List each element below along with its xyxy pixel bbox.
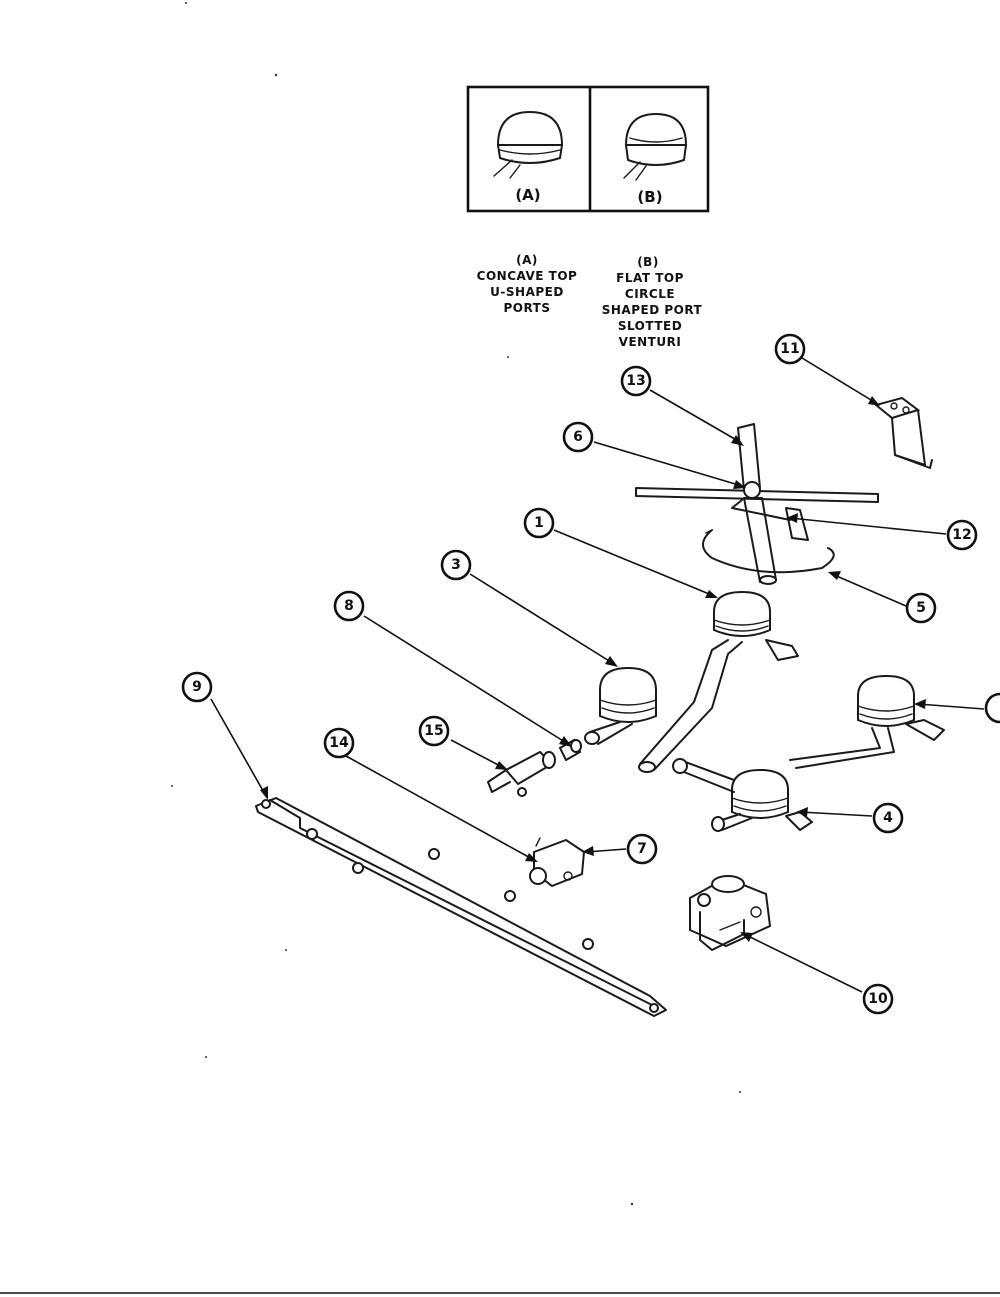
bracket-part-icon: [873, 396, 933, 469]
variant-b-line-3: SHAPED PORT: [602, 303, 703, 317]
burner-4-icon: [672, 758, 813, 832]
inset-label-b: (B): [637, 188, 662, 206]
callout-13-label: 13: [626, 373, 645, 389]
callout-15-label: 15: [424, 723, 443, 739]
callout-9-label: 9: [192, 679, 202, 695]
orifice-part-icon: [558, 738, 582, 762]
callout-14-label: 14: [329, 735, 349, 751]
callout-13: 13: [620, 365, 652, 397]
leader-lines: [210, 357, 985, 993]
variant-b-line-4: SLOTTED: [618, 319, 682, 333]
variant-b-description: (B) FLAT TOP CIRCLE SHAPED PORT SLOTTED …: [602, 255, 703, 349]
callout-9: 9: [181, 671, 213, 703]
callout-11-label: 11: [780, 341, 799, 357]
variant-b-line-1: FLAT TOP: [616, 271, 684, 285]
wire-clip-icon: [702, 529, 835, 574]
callout-14: 14: [323, 727, 355, 759]
variant-a-line-3: PORTS: [503, 301, 550, 315]
callout-4-label: 4: [883, 810, 893, 826]
callout-12-label: 12: [952, 527, 971, 543]
callout-8-label: 8: [344, 598, 354, 614]
callout-3-label: 3: [451, 557, 461, 573]
callout-cutoff-right: [984, 692, 1000, 724]
callout-4: 4: [872, 802, 904, 834]
crossover-tube-assembly-icon: [635, 423, 879, 585]
callout-5-label: 5: [916, 600, 926, 616]
burner-variant-inset: (A) (B): [466, 85, 710, 213]
gas-valve-15-icon: [487, 750, 556, 797]
variant-a-description: (A) CONCAVE TOP U-SHAPED PORTS: [477, 253, 578, 315]
callout-6: 6: [562, 421, 594, 453]
callout-12: 12: [946, 519, 978, 551]
burner-cap-variant-b-icon: [623, 113, 687, 181]
variant-a-line-1: CONCAVE TOP: [477, 269, 578, 283]
burner-rear-right-icon: [789, 674, 945, 769]
pressure-regulator-icon: [689, 875, 772, 951]
manifold-bar-icon: [255, 797, 667, 1017]
callout-8: 8: [333, 590, 365, 622]
burner-1-icon: [638, 590, 799, 773]
callout-1: 1: [523, 507, 555, 539]
ignition-switch-icon: [529, 837, 586, 888]
burner-cap-variant-a-icon: [493, 111, 563, 179]
callout-7-label: 7: [637, 841, 647, 857]
scan-specks: [171, 2, 741, 1206]
callout-3: 3: [440, 549, 472, 581]
burner-3-icon: [584, 666, 657, 745]
callout-6-label: 6: [573, 429, 583, 445]
inset-label-a: (A): [515, 186, 540, 204]
variant-b-line-5: VENTURI: [619, 335, 682, 349]
callout-11: 11: [774, 333, 806, 365]
callout-10: 10: [862, 983, 894, 1015]
variant-a-tag: (A): [516, 253, 538, 267]
variant-a-line-2: U-SHAPED: [490, 285, 564, 299]
variant-b-tag: (B): [637, 255, 659, 269]
variant-b-line-2: CIRCLE: [625, 287, 675, 301]
callout-5: 5: [905, 592, 937, 624]
callout-7: 7: [626, 833, 658, 865]
callout-1-label: 1: [534, 515, 544, 531]
callout-10-label: 10: [868, 991, 888, 1007]
callout-15: 15: [418, 715, 450, 747]
